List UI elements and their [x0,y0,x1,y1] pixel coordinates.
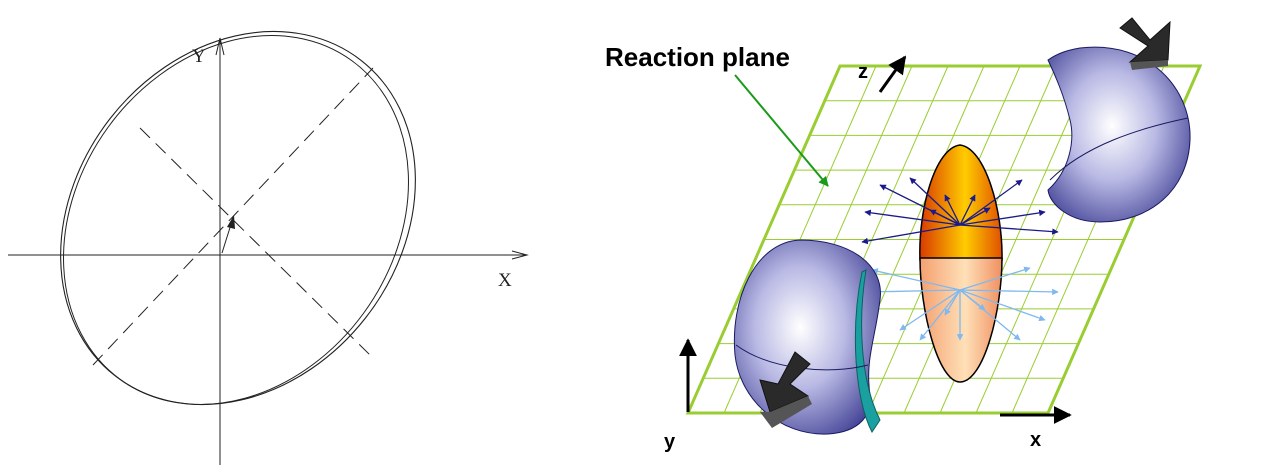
emission-arrow-light [959,266,1031,291]
y-axis-arrowhead [215,37,225,56]
reaction-plane-title: Reaction plane [605,42,790,72]
emission-arrows-lower [867,266,1059,341]
inner-ellipse [63,35,409,405]
emission-arrow-light [899,289,961,331]
momentum-arrow-back [1119,17,1171,63]
z-axis-label: z [858,61,868,83]
left-ellipse-diagram: Y X [8,30,529,465]
emission-arrows-upper [861,177,1059,245]
nucleus-upper-right [1047,17,1191,223]
x-axis-arrowhead [511,250,529,260]
x-axis-label: x [1030,429,1041,451]
overlap-almond [919,144,1003,383]
emission-arrow-dark [959,207,991,226]
emission-arrow-dark [959,224,1059,235]
outer-ellipse [60,30,416,406]
emission-arrow-light [959,288,1059,296]
emission-arrow-light [959,289,986,311]
right-reaction-plane-diagram: z Reaction plane [605,17,1203,453]
emission-arrow-dark [909,177,961,226]
reaction-plane-outline [685,64,1203,415]
reaction-plane-pointer [734,74,829,187]
emission-arrow-dark [944,194,961,226]
z-axis-arrow [878,55,907,93]
emission-arrow-light [871,268,961,291]
left-x-label: X [498,270,512,291]
emission-arrow-light [959,289,1046,322]
emission-arrow-light [867,288,961,296]
emission-arrow-dark [864,209,961,226]
minor-axis-dashed [139,127,371,356]
emission-arrow-dark [929,209,961,226]
y-axis-label: y [664,431,676,453]
emission-arrow-dark [861,224,961,245]
emission-arrow-dark [959,194,976,226]
offset-vector-head [227,215,235,229]
major-axis-dashed [92,67,374,366]
emission-arrow-light [919,289,961,341]
emission-arrow-dark [959,209,1046,226]
nucleus-lower-left [733,239,881,435]
left-y-label: Y [192,46,206,67]
emission-arrow-dark [959,179,1023,226]
emission-arrow-light [944,289,961,316]
